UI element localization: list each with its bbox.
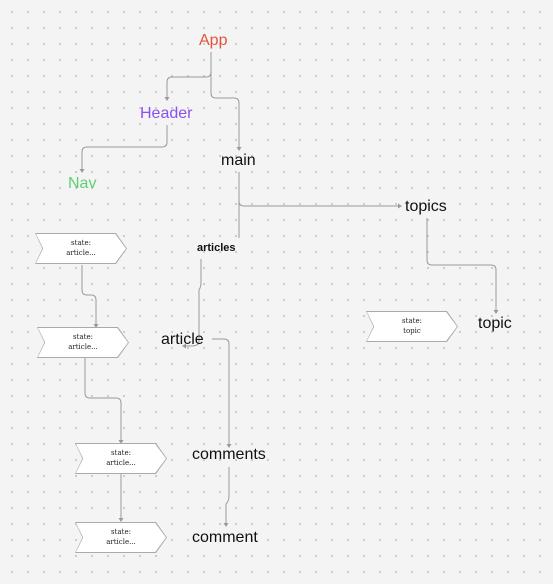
node-header: Header [140, 105, 193, 122]
arrowhead-topics [398, 203, 402, 209]
connector-articles-article [185, 259, 202, 347]
node-nav: Nav [68, 175, 97, 192]
arrowhead-state4 [118, 518, 124, 522]
arrowhead-comments [226, 444, 232, 448]
state-value: topic [403, 326, 421, 335]
arrowhead-header [164, 97, 170, 101]
arrowhead-nav [79, 169, 85, 173]
node-articles: articles [197, 242, 236, 254]
node-comments: comments [192, 446, 266, 463]
state-value: article... [106, 537, 136, 546]
connector-article-comments [212, 338, 230, 445]
arrowhead-article [182, 343, 186, 349]
connector-app-main [210, 52, 240, 148]
node-app: App [199, 32, 228, 49]
node-article: article [161, 331, 204, 348]
connector-app-header [166, 52, 212, 98]
state-label: state: [111, 449, 131, 458]
node-topics: topics [405, 198, 447, 215]
node-comment: comment [192, 529, 258, 546]
arrowhead-comment [223, 523, 229, 527]
state-value: article... [68, 342, 98, 351]
connector-state1-state2 [81, 265, 97, 325]
state-value: article... [106, 458, 136, 467]
connector-header-nav [81, 125, 168, 170]
arrowhead-state2 [93, 324, 99, 328]
state-box: state:article... [37, 327, 129, 358]
state-box: state:article... [75, 443, 167, 474]
connector-topics-topic [426, 218, 497, 311]
arrowhead-state3 [118, 440, 124, 444]
state-box: state:article... [35, 233, 127, 264]
state-label: state: [402, 317, 422, 326]
state-label: state: [71, 239, 91, 248]
state-value: article... [66, 248, 96, 257]
connector-main-topics [238, 172, 398, 207]
node-topic: topic [478, 315, 512, 332]
state-label: state: [111, 528, 131, 537]
arrowhead-topic [493, 310, 499, 314]
state-box: state:article... [75, 522, 167, 553]
connector-state2-state3 [84, 358, 122, 441]
state-label: state: [73, 333, 93, 342]
connector-comments-comment [225, 467, 230, 524]
state-box: state:topic [366, 311, 458, 342]
node-main: main [221, 152, 256, 169]
arrowhead-main [236, 147, 242, 151]
